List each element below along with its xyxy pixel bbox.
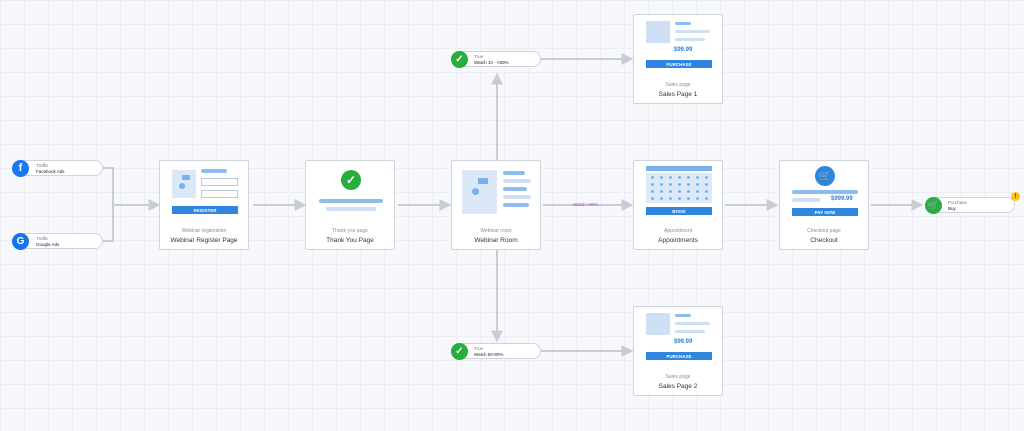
register-preview: REGISTER — [160, 161, 248, 223]
traffic-google-node[interactable]: G Traffic Google Ads — [12, 232, 103, 250]
form-title-line — [201, 169, 227, 173]
text-line — [675, 30, 710, 33]
node-name-label: Thank You Page — [326, 237, 374, 244]
condition-top-rule: Watch 10 - <50% — [474, 60, 509, 65]
text-line — [675, 22, 691, 25]
calendar-header — [646, 166, 712, 171]
node-type-label: Webinar room — [480, 228, 512, 234]
image-icon — [646, 21, 670, 43]
user-head-icon — [472, 188, 479, 195]
goal-type: Purchase — [948, 200, 968, 205]
purchase-button: PURCHASE — [646, 60, 712, 68]
node-type-label: Appointment — [663, 228, 693, 234]
text-line — [319, 199, 383, 203]
pay-now-button: PAY NOW — [792, 208, 858, 216]
checkout-node[interactable]: 🛒 $999.99 PAY NOW Checkout page Checkout — [779, 160, 869, 250]
cart-icon: 🛒 — [925, 196, 942, 214]
condition-top-type: True — [474, 54, 484, 59]
checkout-price: $999.99 — [831, 196, 853, 202]
node-name-label: Sales Page 1 — [658, 91, 698, 98]
text-line — [675, 330, 705, 333]
appointments-node[interactable]: BOOK Appointment Appointments — [633, 160, 723, 250]
node-type-label: Checkout page — [807, 228, 841, 234]
node-type-label: Sales page — [665, 82, 691, 88]
traffic-facebook-type: Traffic — [36, 163, 49, 168]
webinar-register-node[interactable]: REGISTER Webinar registration Webinar Re… — [159, 160, 249, 250]
condition-bottom-rule: Watch 50-80% — [474, 352, 504, 357]
condition-top-node[interactable]: ✓ True Watch 10 - <50% — [451, 50, 541, 68]
thank-you-node[interactable]: ✓ Thank you page Thank You Page — [305, 160, 395, 250]
cart-icon: 🛒 — [815, 166, 835, 186]
chat-line — [503, 179, 531, 183]
traffic-facebook-node[interactable]: f Traffic Facebook Ads — [12, 159, 103, 177]
chat-line — [503, 195, 531, 199]
link-facebook — [103, 167, 114, 242]
webinar-room-node[interactable]: Webinar room Webinar Room — [451, 160, 541, 250]
sales2-price: $99.99 — [674, 339, 693, 345]
check-icon: ✓ — [451, 50, 468, 68]
condition-bottom-node[interactable]: ✓ True Watch 50-80% — [451, 342, 541, 360]
text-line — [675, 322, 710, 325]
thankyou-preview: ✓ — [306, 161, 394, 223]
sales1-price: $99.99 — [674, 47, 693, 53]
register-button: REGISTER — [172, 206, 238, 214]
goal-name: Buy — [948, 206, 956, 211]
text-line — [675, 314, 691, 317]
book-button: BOOK — [646, 207, 712, 215]
chat-line — [503, 171, 525, 175]
purchase-button: PURCHASE — [646, 352, 712, 360]
traffic-google-name: Google Ads — [36, 242, 60, 247]
appointments-preview: BOOK — [634, 161, 722, 223]
node-type-label: Thank you page — [332, 228, 368, 234]
user-head-icon — [179, 183, 185, 189]
sales-page-1-node[interactable]: $99.99 PURCHASE Sales page Sales Page 1 — [633, 14, 723, 104]
sales1-preview: $99.99 PURCHASE — [634, 15, 722, 77]
traffic-google-type: Traffic — [36, 236, 49, 241]
form-field — [201, 190, 238, 198]
condition-bottom-type: True — [474, 346, 484, 351]
node-type-label: Sales page — [665, 374, 691, 380]
node-type-label: Webinar registration — [181, 228, 227, 234]
check-icon: ✓ — [451, 342, 468, 360]
text-line — [675, 38, 705, 41]
facebook-icon: f — [12, 159, 29, 177]
chat-line — [503, 203, 529, 207]
warning-icon[interactable]: ! — [1011, 192, 1020, 201]
sales-page-2-node[interactable]: $99.99 PURCHASE Sales page Sales Page 2 — [633, 306, 723, 396]
node-name-label: Checkout — [810, 237, 838, 244]
node-name-label: Webinar Room — [474, 237, 518, 244]
check-icon: ✓ — [341, 170, 361, 190]
chat-bubble-icon — [182, 175, 190, 180]
room-preview — [452, 161, 540, 223]
text-line — [792, 190, 858, 194]
condition-middle-label: Watch >80% — [573, 202, 599, 207]
node-name-label: Webinar Register Page — [170, 237, 238, 244]
traffic-facebook-name: Facebook Ads — [36, 169, 65, 174]
checkout-preview: 🛒 $999.99 PAY NOW — [780, 161, 868, 223]
image-icon — [646, 313, 670, 335]
node-name-label: Appointments — [658, 237, 698, 244]
goal-purchase-node[interactable]: 🛒 Purchase Buy — [925, 196, 1015, 214]
calendar-grid — [646, 173, 712, 203]
video-frame — [462, 170, 497, 214]
google-icon: G — [12, 232, 29, 250]
chat-bubble-icon — [478, 178, 488, 184]
sales2-preview: $99.99 PURCHASE — [634, 307, 722, 369]
node-name-label: Sales Page 2 — [658, 383, 698, 390]
form-field — [201, 178, 238, 186]
text-line — [792, 198, 820, 202]
text-line — [326, 207, 376, 211]
chat-line — [503, 187, 527, 191]
